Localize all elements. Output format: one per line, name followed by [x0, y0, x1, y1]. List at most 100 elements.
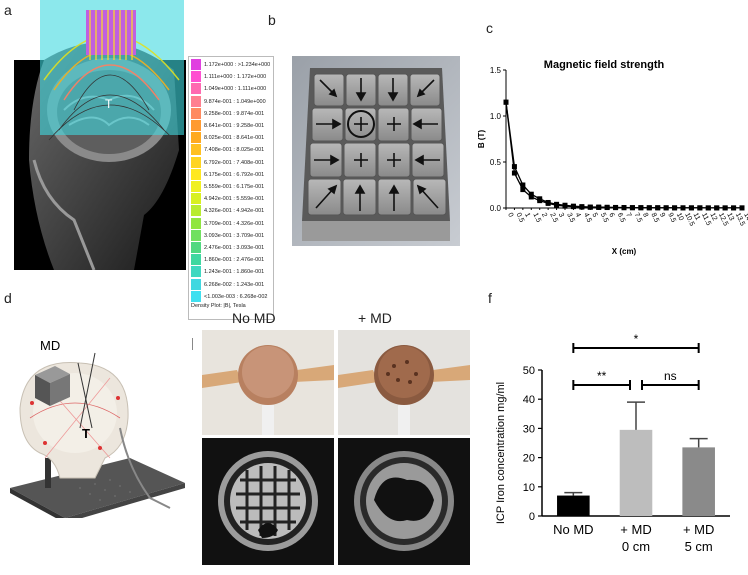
legend-text: 6.175e-001 : 6.792e-001: [204, 171, 265, 178]
series-point: [655, 205, 661, 211]
series-point: [511, 170, 517, 176]
y-tick-label: 10: [523, 482, 535, 494]
legend-swatch: [191, 181, 201, 192]
series-line: [505, 102, 742, 209]
legend-row: 4.326e-001 : 4.942e-001: [191, 205, 264, 217]
legend-swatch: [191, 144, 201, 156]
x-tick-label: 7.5: [633, 212, 644, 224]
x-tick-label: 10: [675, 212, 685, 222]
legend-row: 5.559e-001 : 6.175e-001: [191, 181, 264, 193]
series-point: [697, 205, 703, 211]
series-point: [579, 204, 585, 210]
significance-label: ns: [664, 369, 677, 383]
legend-text: 1.860e-001 : 2.476e-001: [204, 257, 265, 264]
legend-row: 7.408e-001 : 8.025e-001: [191, 144, 264, 156]
x-tick-label: 14: [742, 212, 748, 222]
legend-row: 3.709e-001 : 4.326e-001: [191, 217, 264, 230]
x-tick-label: 5.5: [599, 212, 610, 224]
legend-row: 1.172e+000 : >1.234e+000: [191, 59, 270, 71]
series-point: [680, 205, 686, 211]
legend-row: 9.874e-001 : 1.049e+000: [191, 95, 266, 108]
legend-footer: Density Plot: |B|, Tesla: [191, 303, 246, 309]
category-label: No MD: [553, 522, 593, 537]
series-point: [520, 182, 526, 188]
series-point: [596, 204, 602, 210]
y-axis-label: ICP Iron concentration mg/ml: [495, 382, 507, 524]
legend-swatch: [191, 242, 201, 253]
chart-title: Magnetic field strength: [544, 59, 665, 71]
y-tick-label: 0.5: [490, 158, 502, 167]
x-tick-label: 11: [692, 212, 701, 222]
legend-row: 8.641e-001 : 9.258e-001: [191, 120, 264, 132]
series-point: [739, 205, 745, 211]
legend-row: 9.258e-001 : 9.874e-001: [191, 107, 264, 120]
legend-swatch: [191, 83, 201, 95]
x-tick-label: 11.5: [700, 212, 712, 227]
y-axis-label: B (T): [477, 130, 486, 149]
md-label: MD: [40, 338, 60, 353]
x-tick-label: 4: [574, 212, 582, 219]
series-point: [554, 202, 560, 208]
series-point: [731, 205, 737, 211]
legend-text: 1.049e+000 : 1.111e+000: [204, 86, 267, 93]
category-label: 5 cm: [685, 539, 713, 554]
series-point: [646, 205, 652, 211]
legend-row: 3.093e-001 : 3.709e-001: [191, 229, 264, 242]
series-point: [638, 205, 644, 211]
y-tick-label: 30: [523, 423, 535, 435]
bar: [682, 447, 715, 516]
legend-swatch: [191, 95, 201, 107]
x-tick-label: 0.5: [515, 212, 526, 224]
series-point: [705, 205, 711, 211]
x-tick-label: 9: [658, 212, 666, 219]
legend-text: 8.641e-001 : 9.258e-001: [204, 123, 265, 129]
x-tick-label: 2: [540, 212, 548, 219]
bar: [619, 429, 653, 516]
legend-swatch: [191, 59, 201, 70]
legend-row: 6.175e-001 : 6.792e-001: [191, 168, 265, 181]
x-axis-label: X (cm): [612, 247, 637, 256]
x-tick-label: 9.5: [666, 212, 677, 224]
y-tick-label: 0.0: [490, 204, 502, 213]
target-label-d: T: [82, 426, 90, 441]
y-tick-label: 1.5: [490, 66, 502, 75]
legend-swatch: [191, 132, 201, 144]
legend-row: <1.003e-003 : 6.268e-002: [191, 290, 267, 303]
x-tick-label: 1: [523, 212, 531, 219]
x-tick-label: 1.5: [531, 212, 542, 224]
series-point: [545, 200, 551, 206]
legend-text: 4.942e-001 : 5.559e-001: [204, 196, 265, 203]
legend-swatch: [191, 120, 201, 131]
bar: [557, 495, 590, 516]
x-tick-label: 3.5: [565, 212, 576, 224]
legend-swatch: [191, 156, 201, 168]
panel-label-b: b: [268, 12, 276, 28]
series-point: [528, 194, 534, 200]
legend-swatch: [191, 107, 201, 119]
series-point: [604, 205, 610, 211]
legend-row: 6.268e-002 : 1.243e-001: [191, 278, 264, 291]
category-label: + MD: [683, 522, 714, 537]
legend-text: 2.476e-001 : 3.093e-001: [204, 245, 265, 251]
x-tick-label: 4.5: [582, 212, 593, 224]
legend-swatch: [191, 217, 201, 229]
series-point: [511, 164, 517, 170]
legend-swatch: [191, 254, 201, 266]
x-tick-label: 13: [725, 212, 735, 222]
y-tick-label: 0: [529, 511, 535, 523]
legend-text: 7.408e-001 : 8.025e-001: [204, 147, 265, 154]
divider-tick: [192, 338, 193, 350]
legend-row: 8.025e-001 : 8.641e-001: [191, 132, 264, 144]
series-point: [587, 204, 593, 210]
legend-swatch: [191, 266, 201, 278]
panel-label-c: c: [486, 20, 493, 36]
x-tick-label: 2.5: [548, 212, 559, 224]
series-point: [629, 205, 635, 211]
legend-text: 1.172e+000 : >1.234e+000: [204, 62, 271, 68]
legend-swatch: [191, 229, 201, 241]
panel-label-f: f: [488, 290, 492, 306]
legend-row: 1.243e-001 : 1.860e-001: [191, 266, 264, 278]
